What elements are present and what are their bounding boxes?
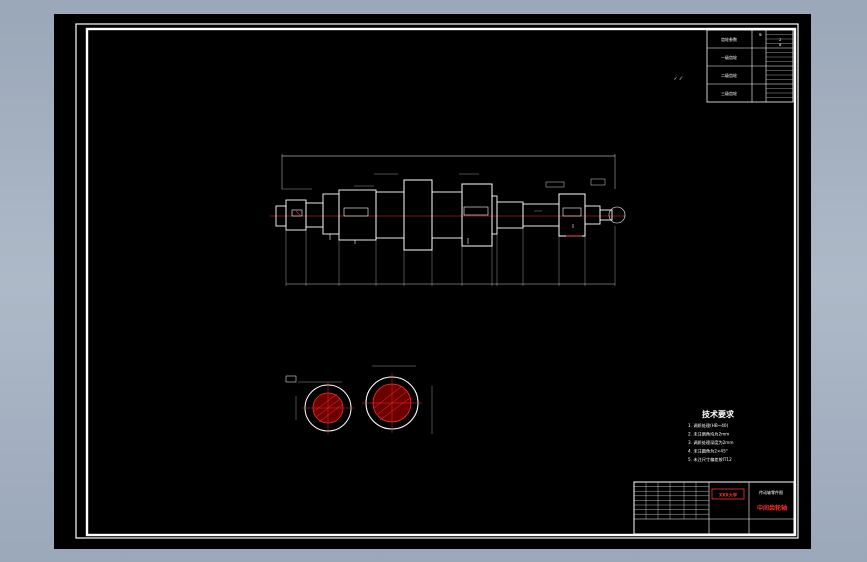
gear-table-value: z bbox=[779, 37, 782, 42]
tech-req-item: 4. 未注圆角为2×45° bbox=[688, 448, 728, 455]
title-block-part-title: 传动轴零件图 bbox=[759, 489, 783, 495]
shaft-main-view bbox=[270, 154, 626, 286]
gear-table-value: m bbox=[759, 32, 762, 37]
gear-table-value: α bbox=[779, 42, 782, 47]
tech-req-item: 2. 未注倒角均为2mm bbox=[688, 431, 729, 438]
section-view-a bbox=[285, 375, 354, 434]
tech-req-item: 5. 未注尺寸偏差按IT12 bbox=[688, 456, 732, 463]
section-view-b bbox=[362, 365, 433, 434]
sheet-outer-border bbox=[75, 23, 799, 539]
gear-table-row-label: 二级齿轮 bbox=[721, 72, 737, 78]
title-block-red-caption: 中间齿轮轴 bbox=[757, 504, 787, 512]
title-block: XXX大学 传动轴零件图 中间齿轮轴 bbox=[633, 481, 795, 535]
sheet-inner-frame bbox=[85, 27, 797, 537]
roughness-note: ✓ ⁄⁄ bbox=[674, 76, 683, 82]
gear-table-row-label: 一级齿轮 bbox=[721, 54, 737, 60]
gear-table-row-label: 齿轮参数 bbox=[721, 36, 737, 42]
tech-req-title: 技术要求 bbox=[702, 409, 735, 419]
title-block-red-stamp: XXX大学 bbox=[719, 492, 738, 499]
gear-table-row-label: 三级齿轮 bbox=[721, 90, 737, 96]
tech-req-item: 1. 调质处理(HB~40) bbox=[688, 422, 729, 429]
tech-req-item: 3. 调质处理深度为2mm bbox=[688, 439, 733, 446]
